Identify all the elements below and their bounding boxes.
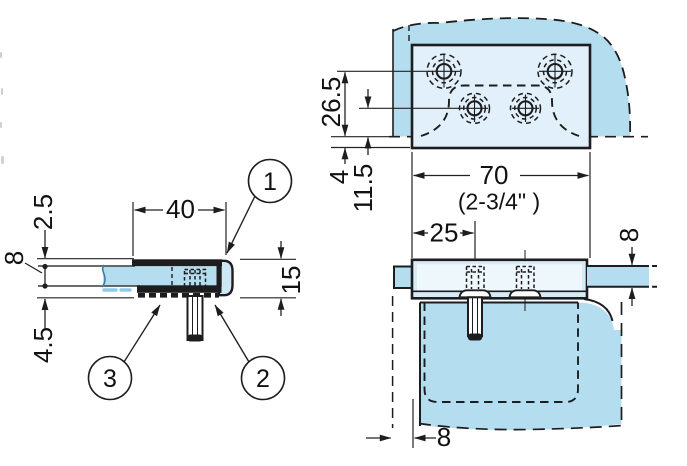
callout-1: 1 (226, 158, 293, 254)
callout-2: 2 (214, 304, 286, 401)
clamp-bottom-plate (137, 285, 222, 293)
clamp-screw-side (183, 268, 207, 342)
glass-break-line (101, 264, 106, 288)
clamp-screw-front-left (458, 250, 492, 341)
dim-door-offset: 8 (366, 399, 451, 452)
dim-glass-thickness-side: 8 (0, 251, 48, 289)
clamp-hidden-outline (420, 84, 580, 137)
dim-lower-hole-offset: 11.5 (348, 89, 378, 212)
dim-label-8-front: 8 (614, 228, 644, 242)
scan-artifact (0, 122, 2, 128)
mounting-plate (410, 43, 592, 150)
dim-label-11-5: 11.5 (348, 164, 378, 213)
top-view-extension-lines (331, 70, 591, 258)
glass-door-front (418, 298, 624, 431)
top-view: 26.5 4 11.5 70 (2-3/4" ) (316, 17, 648, 258)
dim-glass-thickness-front: 8 (614, 228, 644, 306)
dim-label-70-inches: (2-3/4" ) (458, 189, 540, 215)
dim-label-25: 25 (430, 218, 459, 248)
dim-label-70: 70 (480, 160, 509, 190)
screw-hole-right (509, 92, 542, 125)
dim-label-15: 15 (276, 266, 306, 295)
dim-hole-pitch: 25 (413, 218, 474, 248)
dim-label-4-5: 4.5 (28, 327, 58, 363)
clamp-body-side (132, 259, 234, 298)
dim-edge-margin: 4 (324, 147, 354, 184)
dim-label-8-offset: 8 (437, 422, 451, 452)
side-view: 2.5 8 4.5 40 (0, 158, 306, 401)
dim-pad-thickness: 4.5 (28, 297, 134, 363)
dim-clamp-height: 15 (240, 241, 306, 316)
callout-3-number: 3 (103, 365, 117, 393)
clamp-jaw (216, 266, 222, 287)
clamp-top-plate (132, 259, 222, 267)
mounting-hole-top-left (426, 53, 462, 90)
mounting-hole-top-right (537, 53, 573, 90)
callout-3: 3 (87, 304, 161, 401)
side-panel-right-strip (587, 265, 661, 288)
dim-plate-lip: 2.5 (28, 194, 134, 260)
screw-head-hidden (183, 268, 207, 288)
dim-hole-row-offset: 26.5 (316, 71, 349, 137)
dim-label-2-5: 2.5 (28, 194, 58, 230)
screw-tip (187, 334, 203, 342)
scan-artifact (0, 52, 2, 58)
dim-label-4: 4 (324, 170, 354, 184)
clamp-nose (217, 259, 234, 297)
dim-plate-width: 70 (2-3/4" ) (413, 160, 589, 215)
dim-label-40: 40 (166, 194, 195, 224)
front-view: 8 8 (366, 228, 661, 452)
callout-1-number: 1 (263, 168, 277, 196)
callout-2-number: 2 (256, 365, 270, 393)
dim-clamp-width: 40 (132, 194, 227, 256)
dim-label-8-glass: 8 (0, 251, 29, 265)
clamp-screw-front-right (508, 250, 542, 311)
scan-artifact (1, 156, 4, 164)
side-panel-left-edge (393, 265, 414, 289)
clamp-hidden-outline-front (423, 302, 579, 403)
dim-label-26-5: 26.5 (316, 77, 346, 128)
hinge-bar (410, 258, 589, 300)
scan-artifact (1, 88, 3, 95)
